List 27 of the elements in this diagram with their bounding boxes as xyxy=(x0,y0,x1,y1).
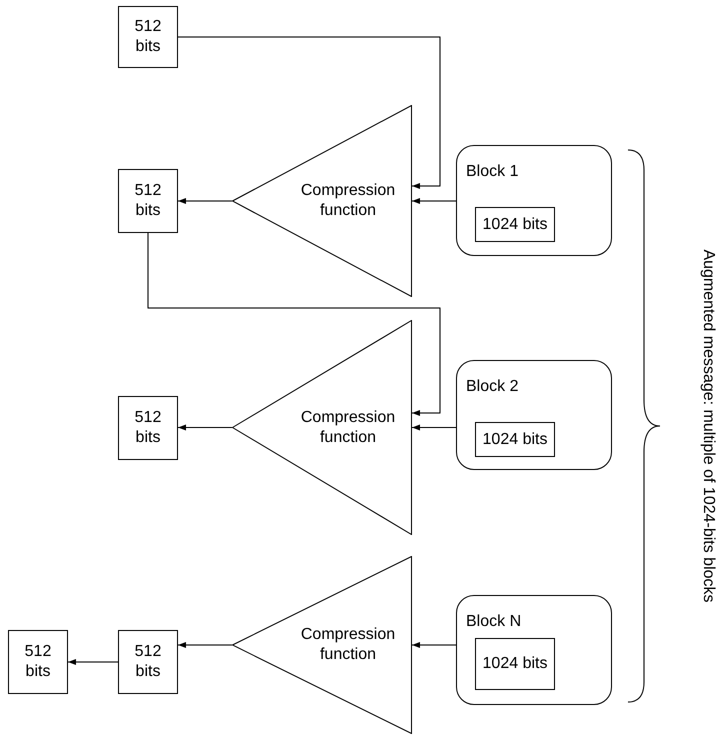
bits-box: 512 bits xyxy=(8,630,68,694)
triangle-label: Compression function xyxy=(300,408,396,448)
inner-bits-box: 1024 bits xyxy=(475,422,555,457)
arrow xyxy=(68,659,118,665)
arrow xyxy=(412,642,456,648)
block-box xyxy=(456,145,612,256)
block-title: Block N xyxy=(466,613,522,630)
triangle-label: Compression function xyxy=(300,181,396,221)
arrow xyxy=(178,424,232,430)
bits-box: 512 bits xyxy=(118,630,178,694)
triangle-label: Compression function xyxy=(300,625,396,665)
bits-box: 512 bits xyxy=(118,6,178,68)
arrow xyxy=(412,424,456,430)
arrow xyxy=(148,232,440,416)
vertical-label: Augmented message: multiple of 1024-bits blocks xyxy=(699,249,718,603)
bits-box: 512 bits xyxy=(118,169,178,233)
arrow xyxy=(412,198,456,204)
inner-bits-box: 1024 bits xyxy=(475,638,555,690)
arrow xyxy=(178,36,440,189)
arrow xyxy=(178,642,232,648)
bits-box: 512 bits xyxy=(118,396,178,460)
arrow xyxy=(178,198,232,204)
inner-bits-box: 1024 bits xyxy=(475,207,555,242)
block-box xyxy=(456,360,612,470)
block-box xyxy=(456,595,612,705)
block-title: Block 2 xyxy=(466,378,518,395)
block-title: Block 1 xyxy=(466,163,518,180)
